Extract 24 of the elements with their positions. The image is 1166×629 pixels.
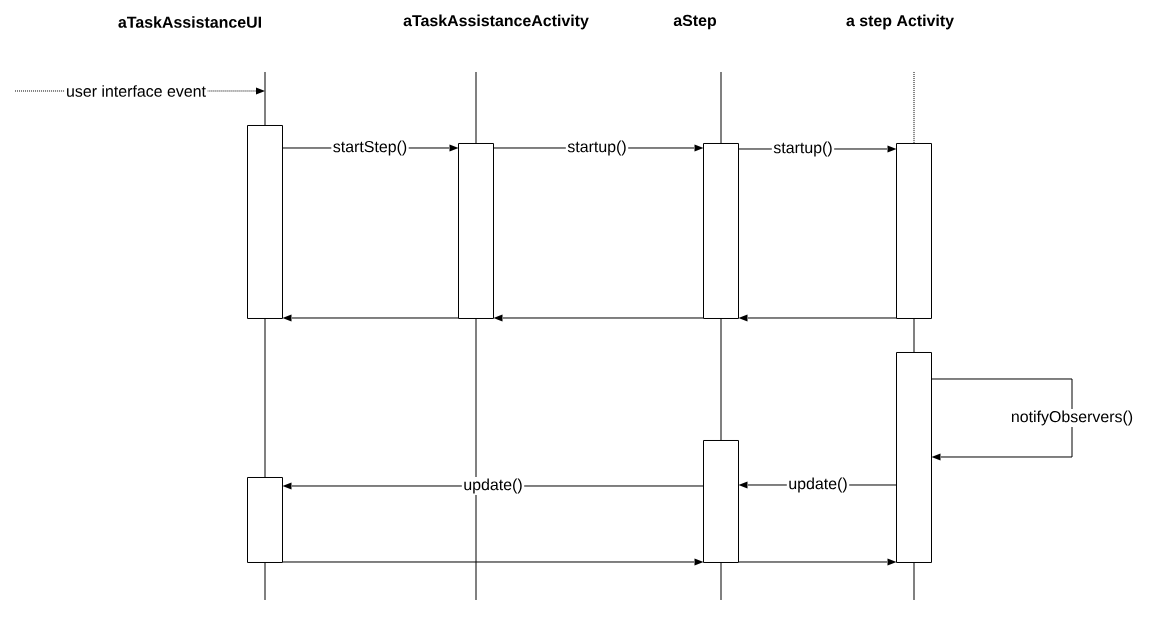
edge-label: startStep() <box>331 139 409 157</box>
lifeline-heading: a step Activity <box>846 14 954 30</box>
edge-label: update() <box>786 476 850 494</box>
edge-label: startup() <box>565 139 629 157</box>
activation-bar <box>458 143 494 319</box>
edge-label: startup() <box>771 140 835 158</box>
activation-bar <box>703 143 739 319</box>
activation-bar <box>247 125 283 319</box>
activation-bar <box>247 477 283 563</box>
activation-bar <box>896 352 932 563</box>
lifeline-heading: aTaskAssistanceActivity <box>403 14 589 30</box>
message-label: user interface event <box>64 83 208 99</box>
edge-label: notifyObservers() <box>1009 409 1135 427</box>
message-arrow <box>493 314 704 322</box>
lifeline-heading: aStep <box>673 14 717 30</box>
message-arrow <box>738 314 897 322</box>
message-arrow <box>931 378 1073 461</box>
message-arrow <box>282 314 459 322</box>
edge-label: update() <box>461 477 525 495</box>
message-arrow <box>738 558 897 566</box>
activation-bar <box>896 143 932 319</box>
message-arrow <box>282 558 704 566</box>
lifeline-heading: aTaskAssistanceUI <box>118 16 261 28</box>
activation-bar <box>703 440 739 563</box>
